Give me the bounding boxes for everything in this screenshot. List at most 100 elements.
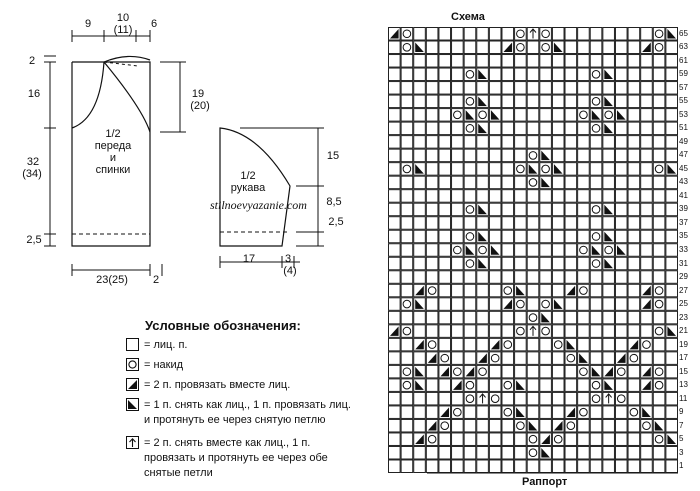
yarnover-mark [516,299,525,309]
chart-cell [438,283,452,298]
chart-cell [438,40,452,55]
chart-cell [551,94,565,109]
chart-cell [614,175,628,190]
chart-cell [514,432,527,446]
chart-cell [388,54,401,68]
chart-cell [539,418,552,433]
chart-cell [539,283,552,298]
legend-title: Условные обозначения: [145,318,301,333]
chart-cell [589,418,603,433]
yarnover-mark [453,110,462,120]
chart-cell [463,216,477,230]
chart-cell [551,324,565,338]
chart-cell [400,418,414,433]
skp-mark [604,204,613,215]
chart-cell [451,162,464,176]
chart-cell [614,40,628,55]
chart-cell [476,243,489,257]
chart-cell [400,54,414,68]
chart-cell [564,445,578,460]
yarnover-symbol-icon [126,358,139,371]
yarnover-mark [478,245,487,255]
chart-cell [627,162,641,176]
chart-cell [526,270,540,284]
row-number: 53 [679,109,688,119]
chart-cell [514,256,527,271]
chart-cell [463,202,477,217]
chart-cell [413,256,426,271]
chart-cell [602,256,615,271]
dim-right-19: 19 [191,88,205,100]
chart-cell [451,175,464,190]
chart-cell [388,162,401,176]
chart-cell [627,202,641,217]
chart-cell [438,418,452,433]
chart-cell [564,162,578,176]
yarnover-mark [490,353,500,363]
chart-cell [589,445,603,460]
chart-cell [413,351,426,365]
yarnover-mark [440,353,450,363]
chart-cell [463,54,477,68]
chart-cell [539,189,552,203]
dim-sleeve-3: 3 [284,253,292,265]
skp-mark [591,366,601,377]
legend-text-cont: и протянуть ее через снятую петлю [144,414,326,426]
chart-cell [614,310,628,325]
chart-cell [652,351,666,365]
chart-cell [501,364,515,379]
chart-cell [438,81,452,95]
chart-cell [451,135,464,149]
k2tog-mark [427,353,437,363]
chart-cell [476,202,489,217]
chart-cell [451,337,464,352]
chart-cell [589,378,603,392]
chart-cell [501,148,515,163]
chart-cell [438,391,452,406]
chart-cell [602,243,615,257]
yarnover-mark [503,407,513,417]
chart-cell [400,216,414,230]
chart-cell [413,337,426,352]
chart-cell [665,40,678,55]
yarnover-mark [490,394,500,403]
chart-cell [526,405,540,419]
yarnover-mark [591,124,601,133]
yarnover-mark [654,286,664,295]
chart-cell [476,27,489,41]
chart-cell [425,175,439,190]
k2tog-mark [616,353,626,363]
chart-cell [438,54,452,68]
chart-cell [551,175,565,190]
chart-cell [614,243,628,257]
row-number: 5 [679,434,684,444]
chart-cell [564,391,578,406]
chart-cell [526,432,540,446]
chart-cell [388,405,401,419]
chart-cell [652,405,666,419]
dim-top-9: 9 [84,18,92,30]
chart-cell [425,135,439,149]
chart-cell [640,432,653,446]
chart-cell [665,283,678,298]
row-number: 19 [679,339,688,349]
chart-cell [413,94,426,109]
chart-cell [640,108,653,122]
chart-cell [451,270,464,284]
chart-cell [526,337,540,352]
chart-cell [614,418,628,433]
legend-text: = лиц. п. [144,339,188,351]
chart-cell [400,27,414,41]
chart-cell [388,135,401,149]
chart-cell [602,148,615,163]
chart-cell [488,418,502,433]
chart-cell [640,216,653,230]
row-number: 33 [679,245,688,254]
chart-cell [614,432,628,446]
chart-cell [413,81,426,95]
yarnover-mark [465,124,475,133]
chart-cell [564,202,578,217]
legend-text: = накид [144,359,184,371]
chart-cell [564,216,578,230]
chart-cell [577,148,590,163]
